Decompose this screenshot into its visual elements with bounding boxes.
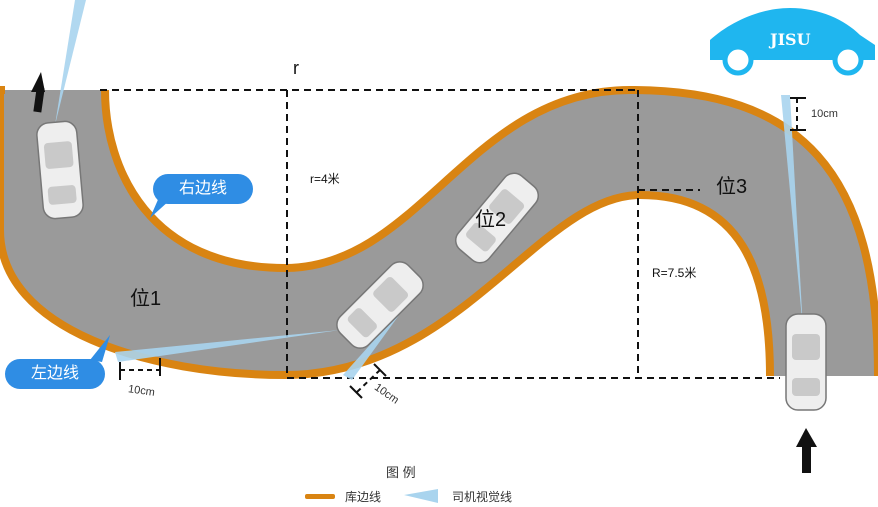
- sight-wedge-1: [55, 0, 86, 125]
- dist-label-right: 10cm: [811, 108, 838, 120]
- sight-wedge-4: [781, 95, 803, 330]
- callout-pointer-left: [90, 335, 110, 362]
- dist-marker-mid: [349, 363, 387, 399]
- label-position-1: 位1: [130, 288, 162, 310]
- arrow-up-left: [31, 72, 45, 113]
- legend-line-swatch: [305, 494, 335, 499]
- car-4: [785, 313, 827, 411]
- dist-marker-left: [119, 358, 161, 380]
- arrow-up-right: [796, 428, 817, 473]
- legend-wedge-swatch: [404, 489, 438, 503]
- callout-left-edge: 左边线: [5, 359, 105, 389]
- brand-logo: [710, 8, 875, 76]
- car-3: [454, 172, 540, 264]
- label-r-large: R=7.5米: [652, 266, 697, 280]
- car-1: [36, 120, 84, 220]
- label-r-top: r: [293, 58, 299, 78]
- legend-label-sight: 司机视觉线: [452, 490, 513, 504]
- sight-wedge-2: [115, 330, 340, 362]
- road-surface: [0, 90, 878, 376]
- label-r-small: r=4米: [310, 172, 340, 186]
- label-position-2: 位2: [475, 209, 507, 231]
- legend-label-edge: 库边线: [345, 490, 382, 504]
- car-2: [336, 261, 424, 349]
- label-position-3: 位3: [716, 176, 748, 198]
- callout-right-edge: 右边线: [153, 174, 253, 204]
- construction-lines: [100, 89, 780, 379]
- legend-title: 图 例: [386, 465, 416, 480]
- right-edge-line: [101, 85, 878, 377]
- logo-text: JISU: [770, 30, 811, 49]
- dist-marker-right: [790, 97, 806, 131]
- left-edge-line: [0, 90, 774, 380]
